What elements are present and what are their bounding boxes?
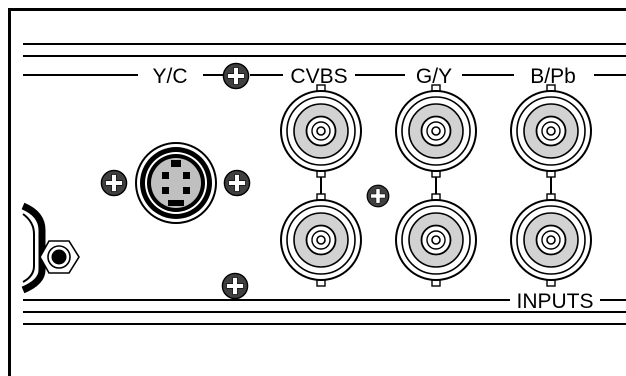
- screw-svideo-right-icon: [223, 169, 251, 197]
- bnc-bpb-top-connector: [510, 84, 592, 178]
- bnc-cvbs-top-connector: [280, 84, 362, 178]
- hex-standoff: [39, 240, 80, 274]
- screw-middle-icon: [366, 184, 390, 208]
- bnc-bpb-bottom-connector: [510, 193, 592, 287]
- svideo-connector: [135, 142, 217, 224]
- screw-bottom-center-icon: [221, 272, 249, 300]
- label-cvbs: CVBS: [290, 65, 347, 88]
- screw-top-center-icon: [222, 62, 250, 90]
- outer-frame: [8, 8, 626, 376]
- bnc-cvbs-bottom-connector: [280, 193, 362, 287]
- bnc-gy-top-connector: [395, 84, 477, 178]
- screw-svideo-left-icon: [100, 169, 128, 197]
- bnc-gy-bottom-connector: [395, 193, 477, 287]
- label-inputs: INPUTS: [516, 290, 593, 313]
- label-bpb: B/Pb: [530, 65, 576, 88]
- label-gy: G/Y: [416, 65, 452, 88]
- label-yc: Y/C: [152, 65, 187, 88]
- partial-db-connector: [21, 202, 46, 294]
